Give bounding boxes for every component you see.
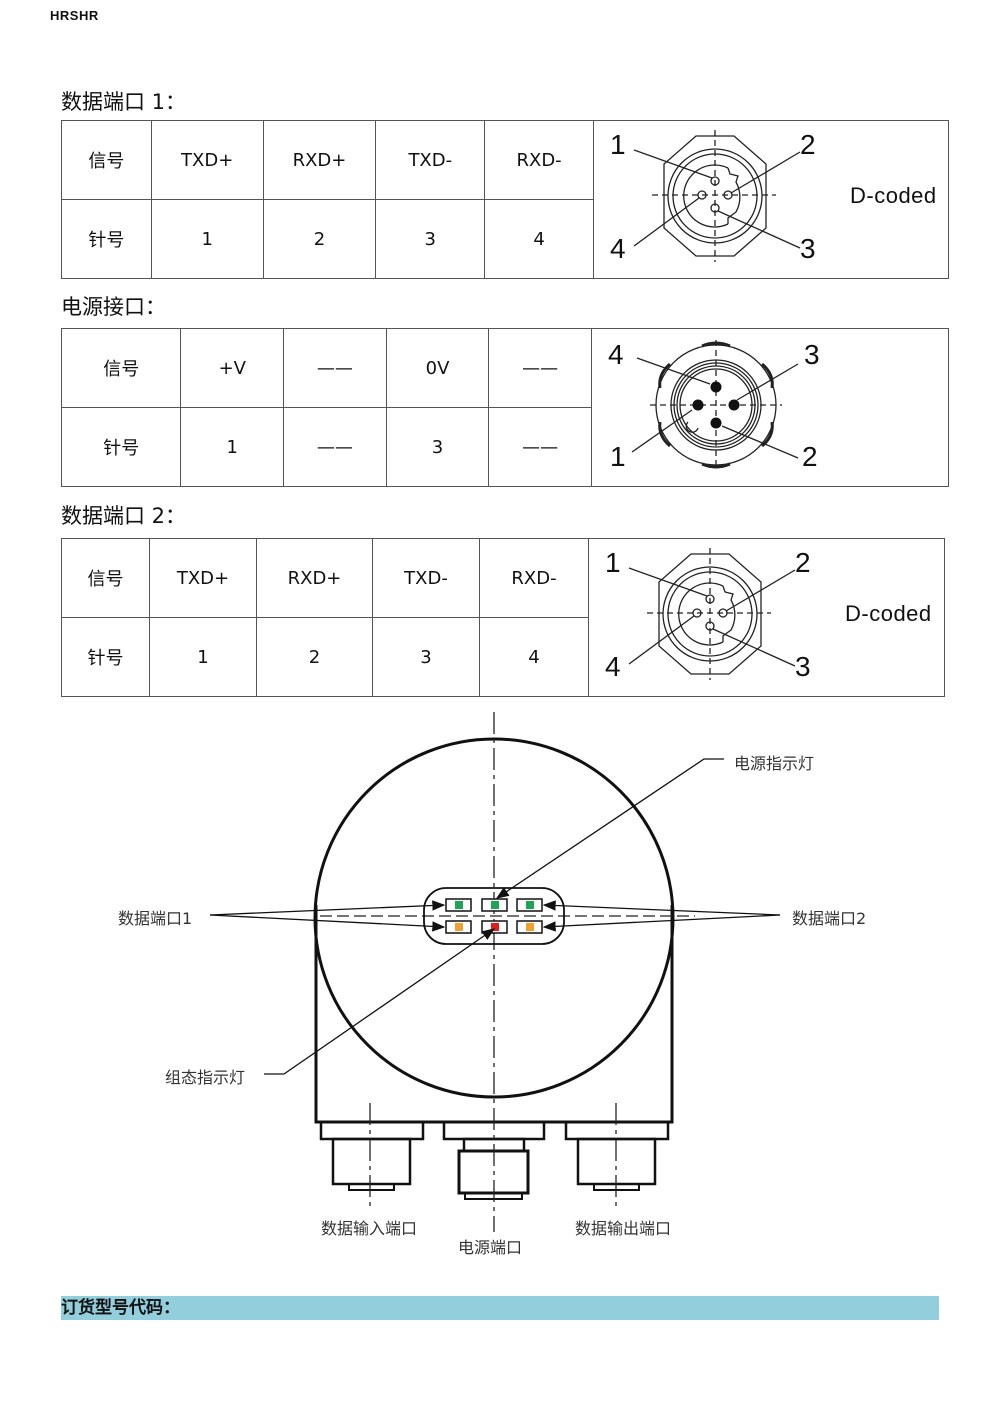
pin-number-label: 4	[605, 651, 622, 682]
table-cell: TXD-	[372, 538, 480, 618]
table-cell: 1	[149, 617, 257, 697]
table-cell: 1	[180, 407, 285, 487]
power-port-label: 电源端口	[458, 1238, 523, 1257]
pin-number-label: 1	[610, 129, 627, 160]
table-cell: RXD-	[479, 538, 589, 618]
pin-number-label: 3	[804, 339, 821, 370]
row-label: 信号	[61, 538, 150, 618]
pin-number-label: 3	[800, 233, 817, 264]
power-led-label: 电源指示灯	[734, 754, 815, 773]
table-cell: 3	[372, 617, 480, 697]
table-cell: 1	[150, 199, 264, 279]
row-label: 针号	[60, 407, 182, 487]
config-led-label: 组态指示灯	[165, 1068, 246, 1087]
connector-diagram-cell: 4 3 1 2	[591, 328, 949, 487]
data-port-1-table: 信号 TXD+ RXD+ TXD- RXD-	[61, 120, 949, 279]
data-in-port-label: 数据输入端口	[321, 1219, 418, 1238]
data-out-port-label: 数据输出端口	[575, 1219, 672, 1238]
table-cell: ——	[488, 407, 592, 487]
pin-number-label: 4	[608, 339, 625, 370]
power-port-title: 电源接口：	[61, 295, 166, 319]
data-port-2-title: 数据端口 2：	[61, 504, 187, 528]
row-label: 针号	[61, 199, 152, 279]
pin-number-label: 1	[610, 441, 627, 472]
order-code-title: 订货型号代码：	[61, 1298, 180, 1318]
table-row: 针号 1 —— 3 ——	[60, 407, 949, 487]
table-cell: 0V	[385, 328, 490, 408]
row-label: 信号	[61, 120, 152, 200]
table-cell: 3	[375, 199, 486, 279]
table-cell: TXD+	[150, 120, 264, 200]
power-port-table: 信号 +V —— 0V ——	[60, 328, 949, 487]
connector-diagram-cell: 1 2 3 4 D-coded	[588, 538, 945, 697]
table-cell: RXD-	[484, 120, 594, 200]
table-cell: 4	[484, 199, 594, 279]
table-cell: ——	[283, 328, 387, 408]
table-cell: 4	[479, 617, 589, 697]
data-port-2-table: 信号 TXD+ RXD+ TXD- RXD-	[61, 538, 945, 697]
brand-logo-text: HRSHR	[50, 8, 99, 23]
pin-number-label: 2	[795, 547, 812, 578]
table-cell: +V	[180, 328, 285, 408]
table-cell: RXD+	[262, 120, 377, 200]
table-row: 信号 +V —— 0V ——	[60, 328, 949, 487]
pin-number-label: 2	[800, 129, 817, 160]
table-row: 信号 TXD+ RXD+ TXD- RXD-	[61, 120, 949, 279]
pin-number-label: 3	[795, 651, 812, 682]
row-label: 针号	[61, 617, 150, 697]
table-cell: ——	[283, 407, 387, 487]
table-cell: 2	[262, 199, 377, 279]
power-connector-icon	[631, 339, 799, 470]
data-port-1-title: 数据端口 1：	[61, 90, 187, 114]
encoder-front-view-drawing: 电源指示灯 数据端口1 数据端口2 组态指示灯 数据输入端口 电源端口 数据输出…	[0, 700, 1000, 1270]
table-cell: TXD+	[149, 538, 257, 618]
connector-diagram-cell: 1 2 3 4 D-coded	[593, 120, 949, 279]
table-cell: ——	[488, 328, 592, 408]
table-cell: RXD+	[256, 538, 373, 618]
table-cell: 3	[385, 407, 490, 487]
pin-number-label: 4	[610, 233, 627, 264]
order-code-header: 订货型号代码：	[61, 1296, 939, 1320]
pin-number-label: 1	[605, 547, 622, 578]
coding-label: D-coded	[850, 183, 937, 208]
data-port-2-label: 数据端口2	[792, 909, 867, 928]
d-coded-connector-icon	[633, 129, 801, 262]
d-coded-connector-icon	[628, 547, 796, 680]
coding-label: D-coded	[845, 601, 932, 626]
pin-number-label: 2	[802, 441, 819, 472]
encoder-body-icon	[209, 712, 781, 1232]
table-cell: TXD-	[375, 120, 486, 200]
table-cell: 2	[256, 617, 373, 697]
data-port-1-label: 数据端口1	[118, 909, 193, 928]
row-label: 信号	[60, 328, 182, 408]
table-row: 针号 1 2 3 4	[61, 617, 945, 697]
table-row: 信号 TXD+ RXD+ TXD- RXD-	[61, 538, 945, 697]
table-row: 针号 1 2 3 4	[61, 199, 949, 279]
